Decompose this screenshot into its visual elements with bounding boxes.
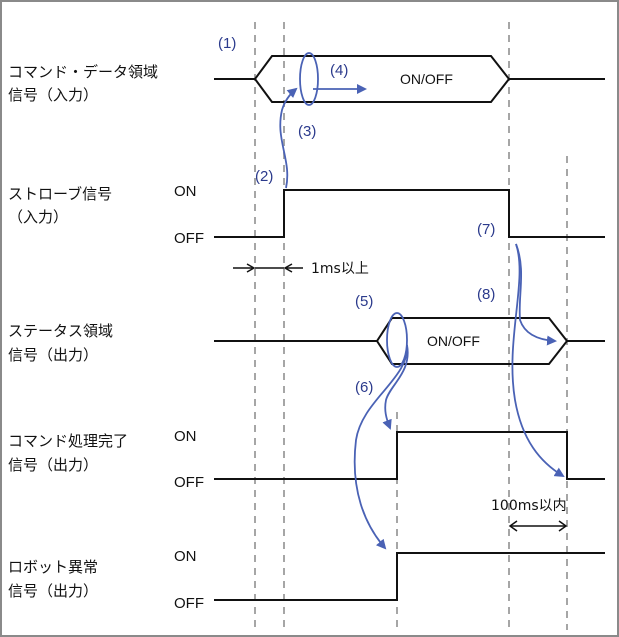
signal-label-status-line2: 信号（出力） bbox=[8, 346, 98, 364]
command-data-bus-text: ON/OFF bbox=[400, 71, 453, 87]
strobe-waveform bbox=[214, 189, 605, 238]
waveform-status: ON/OFF bbox=[214, 317, 605, 365]
signal-label-robot-error-line2: 信号（出力） bbox=[8, 582, 98, 600]
step-label-6: (6) bbox=[355, 379, 373, 396]
step-label-7: (7) bbox=[477, 221, 495, 238]
level-labels: ON OFF ON OFF ON OFF bbox=[174, 183, 204, 612]
signal-label-command-complete-line1: コマンド処理完了 bbox=[8, 432, 128, 450]
signal-label-status-line1: ステータス領域 bbox=[8, 322, 113, 340]
step-label-1: (1) bbox=[218, 35, 236, 52]
step-labels: (1) (2) (3) (4) (5) (6) (7) (8) bbox=[218, 35, 495, 396]
response-arrowhead-left bbox=[508, 520, 518, 532]
command-complete-waveform bbox=[214, 431, 605, 480]
signal-label-strobe-line1: ストローブ信号 bbox=[8, 185, 112, 203]
step-label-8: (8) bbox=[477, 286, 495, 303]
step-label-2: (2) bbox=[255, 168, 273, 185]
response-arrowhead-right bbox=[558, 520, 568, 532]
status-bus-shape bbox=[214, 317, 605, 365]
step-label-3: (3) bbox=[298, 123, 316, 140]
waveform-robot-error bbox=[214, 552, 605, 601]
signal-label-robot-error-line1: ロボット異常 bbox=[8, 558, 98, 576]
waveform-strobe bbox=[214, 189, 605, 238]
signal-label-strobe-line2: （入力） bbox=[8, 208, 68, 226]
status-bus-text: ON/OFF bbox=[427, 333, 480, 349]
robot-error-on-label: ON bbox=[174, 548, 197, 565]
command-complete-on-label: ON bbox=[174, 428, 197, 445]
step-label-4: (4) bbox=[330, 62, 348, 79]
waveform-command-data: ON/OFF bbox=[214, 55, 605, 103]
setup-arrowhead-right bbox=[246, 263, 256, 273]
step-label-5: (5) bbox=[355, 293, 373, 310]
annotation-arrow-strobe-to-capture bbox=[279, 87, 298, 189]
setup-time-label: 1ms以上 bbox=[311, 261, 369, 277]
setup-time-dimension: 1ms以上 bbox=[233, 261, 369, 277]
command-complete-off-label: OFF bbox=[174, 474, 204, 491]
annotation-ellipse-capture bbox=[299, 52, 319, 106]
signal-labels: コマンド・データ領域 信号（入力） ストローブ信号 （入力） ステータス領域 信… bbox=[8, 63, 158, 600]
command-data-bus-shape bbox=[214, 55, 605, 103]
robot-error-waveform bbox=[214, 552, 605, 601]
guide-lines bbox=[254, 22, 568, 630]
annotation-arrow-to-complete-fall bbox=[511, 243, 565, 478]
annotations bbox=[279, 52, 565, 550]
signal-label-command-complete-line2: 信号（出力） bbox=[8, 456, 98, 474]
strobe-on-label: ON bbox=[174, 183, 197, 200]
robot-error-off-label: OFF bbox=[174, 595, 204, 612]
annotation-arrow-to-error bbox=[353, 344, 408, 550]
signal-label-command-data-line1: コマンド・データ領域 bbox=[8, 63, 158, 81]
signal-label-command-data-line2: 信号（入力） bbox=[8, 86, 98, 104]
annotation-arrow-to-complete bbox=[382, 344, 409, 430]
response-time-dimension: 100ms以内 bbox=[491, 498, 568, 532]
response-time-label: 100ms以内 bbox=[491, 498, 567, 514]
annotation-arrow-to-status-end bbox=[515, 243, 557, 346]
strobe-off-label: OFF bbox=[174, 230, 204, 247]
annotation-ellipse-status bbox=[386, 312, 408, 368]
waveform-command-complete bbox=[214, 431, 605, 480]
setup-arrowhead-left bbox=[283, 263, 293, 273]
